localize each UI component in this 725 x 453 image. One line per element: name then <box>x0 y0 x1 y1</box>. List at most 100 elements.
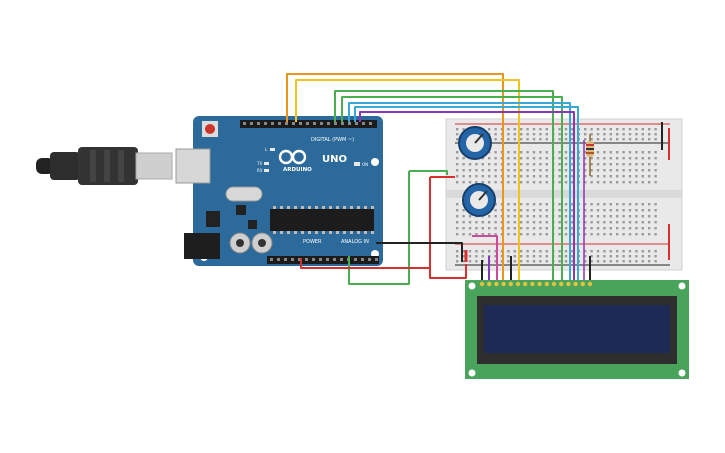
breadboard-hole <box>603 203 606 206</box>
breadboard-hole <box>609 215 612 218</box>
breadboard-hole <box>462 227 465 230</box>
breadboard-hole <box>456 163 459 166</box>
breadboard-hole <box>564 169 568 172</box>
breadboard-hole <box>571 227 574 230</box>
header-pin <box>312 258 315 261</box>
breadboard-hole <box>628 203 632 206</box>
breadboard-hole <box>462 209 465 212</box>
breadboard-hole <box>654 233 657 236</box>
header-pin <box>285 122 288 125</box>
breadboard-hole <box>520 169 523 172</box>
breadboard-hole <box>539 209 542 212</box>
breadboard-hole <box>603 138 606 141</box>
breadboard-hole <box>571 169 574 172</box>
breadboard-hole <box>648 175 651 178</box>
breadboard-hole <box>558 163 561 166</box>
breadboard-hole <box>596 128 600 131</box>
breadboard-hole <box>596 169 600 172</box>
breadboard-hole <box>622 221 625 224</box>
breadboard-hole <box>654 209 657 212</box>
breadboard-hole <box>616 203 619 206</box>
breadboard-hole <box>654 163 657 166</box>
breadboard-hole <box>475 169 478 172</box>
breadboard-hole <box>564 250 568 253</box>
breadboard-hole <box>616 151 619 154</box>
header-pin <box>305 258 308 261</box>
breadboard-hole <box>603 233 606 236</box>
breadboard-hole <box>641 260 644 263</box>
breadboard-hole <box>628 163 632 166</box>
breadboard-hole <box>526 169 529 172</box>
header-pin <box>291 258 294 261</box>
breadboard-hole <box>488 128 491 131</box>
breadboard-hole <box>654 227 657 230</box>
breadboard-hole <box>641 250 644 253</box>
breadboard-hole <box>628 181 632 184</box>
breadboard-hole <box>628 227 632 230</box>
breadboard-hole <box>596 221 600 224</box>
breadboard-hole <box>590 163 593 166</box>
breadboard-hole <box>545 157 548 160</box>
header-pin <box>306 122 309 125</box>
breadboard-hole <box>545 181 548 184</box>
breadboard-hole <box>622 163 625 166</box>
breadboard-hole <box>481 181 484 184</box>
breadboard-hole <box>641 181 644 184</box>
breadboard-hole <box>641 169 644 172</box>
usb-b-socket <box>175 148 211 184</box>
breadboard-hole <box>481 227 484 230</box>
breadboard-hole <box>513 175 516 178</box>
chip-pin <box>273 231 276 234</box>
breadboard-hole <box>532 209 536 212</box>
breadboard-hole <box>545 151 548 154</box>
breadboard-hole <box>507 163 510 166</box>
rx-led <box>264 169 269 172</box>
breadboard-hole <box>564 128 568 131</box>
breadboard-hole <box>590 250 593 253</box>
header-pin <box>277 258 280 261</box>
chip-pin <box>301 231 304 234</box>
breadboard-hole <box>603 221 606 224</box>
breadboard-hole <box>539 157 542 160</box>
breadboard-hole <box>654 250 657 253</box>
breadboard-hole <box>532 260 536 263</box>
breadboard-hole <box>468 221 472 224</box>
breadboard-hole <box>635 260 638 263</box>
breadboard-hole <box>526 233 529 236</box>
breadboard-hole <box>526 215 529 218</box>
breadboard-hole <box>628 221 632 224</box>
breadboard-hole <box>545 255 548 258</box>
breadboard-hole <box>616 175 619 178</box>
breadboard-hole <box>532 128 536 131</box>
breadboard-hole <box>590 260 593 263</box>
breadboard-hole <box>609 128 612 131</box>
chip-pin <box>322 206 325 209</box>
lcd-pin <box>559 281 564 287</box>
breadboard-hole <box>635 181 638 184</box>
breadboard-hole <box>590 133 593 136</box>
power-header-label: POWER <box>303 239 322 245</box>
breadboard-hole <box>507 233 510 236</box>
lcd-pin <box>508 281 513 287</box>
breadboard-hole <box>488 157 491 160</box>
breadboard-hole <box>539 203 542 206</box>
breadboard-hole <box>539 169 542 172</box>
breadboard-hole <box>584 203 587 206</box>
breadboard-hole <box>628 255 632 258</box>
header-pin <box>340 258 343 261</box>
chip-pin <box>364 206 367 209</box>
breadboard-hole <box>590 169 593 172</box>
breadboard-hole <box>494 128 497 131</box>
breadboard-hole <box>584 209 587 212</box>
breadboard-hole <box>532 169 536 172</box>
dc-power-jack <box>184 233 220 259</box>
breadboard-hole <box>539 221 542 224</box>
breadboard-hole <box>609 181 612 184</box>
breadboard-hole <box>609 133 612 136</box>
breadboard-hole <box>564 221 568 224</box>
breadboard-hole <box>520 128 523 131</box>
breadboard-hole <box>635 221 638 224</box>
breadboard-hole <box>513 260 516 263</box>
breadboard-hole <box>526 138 529 141</box>
